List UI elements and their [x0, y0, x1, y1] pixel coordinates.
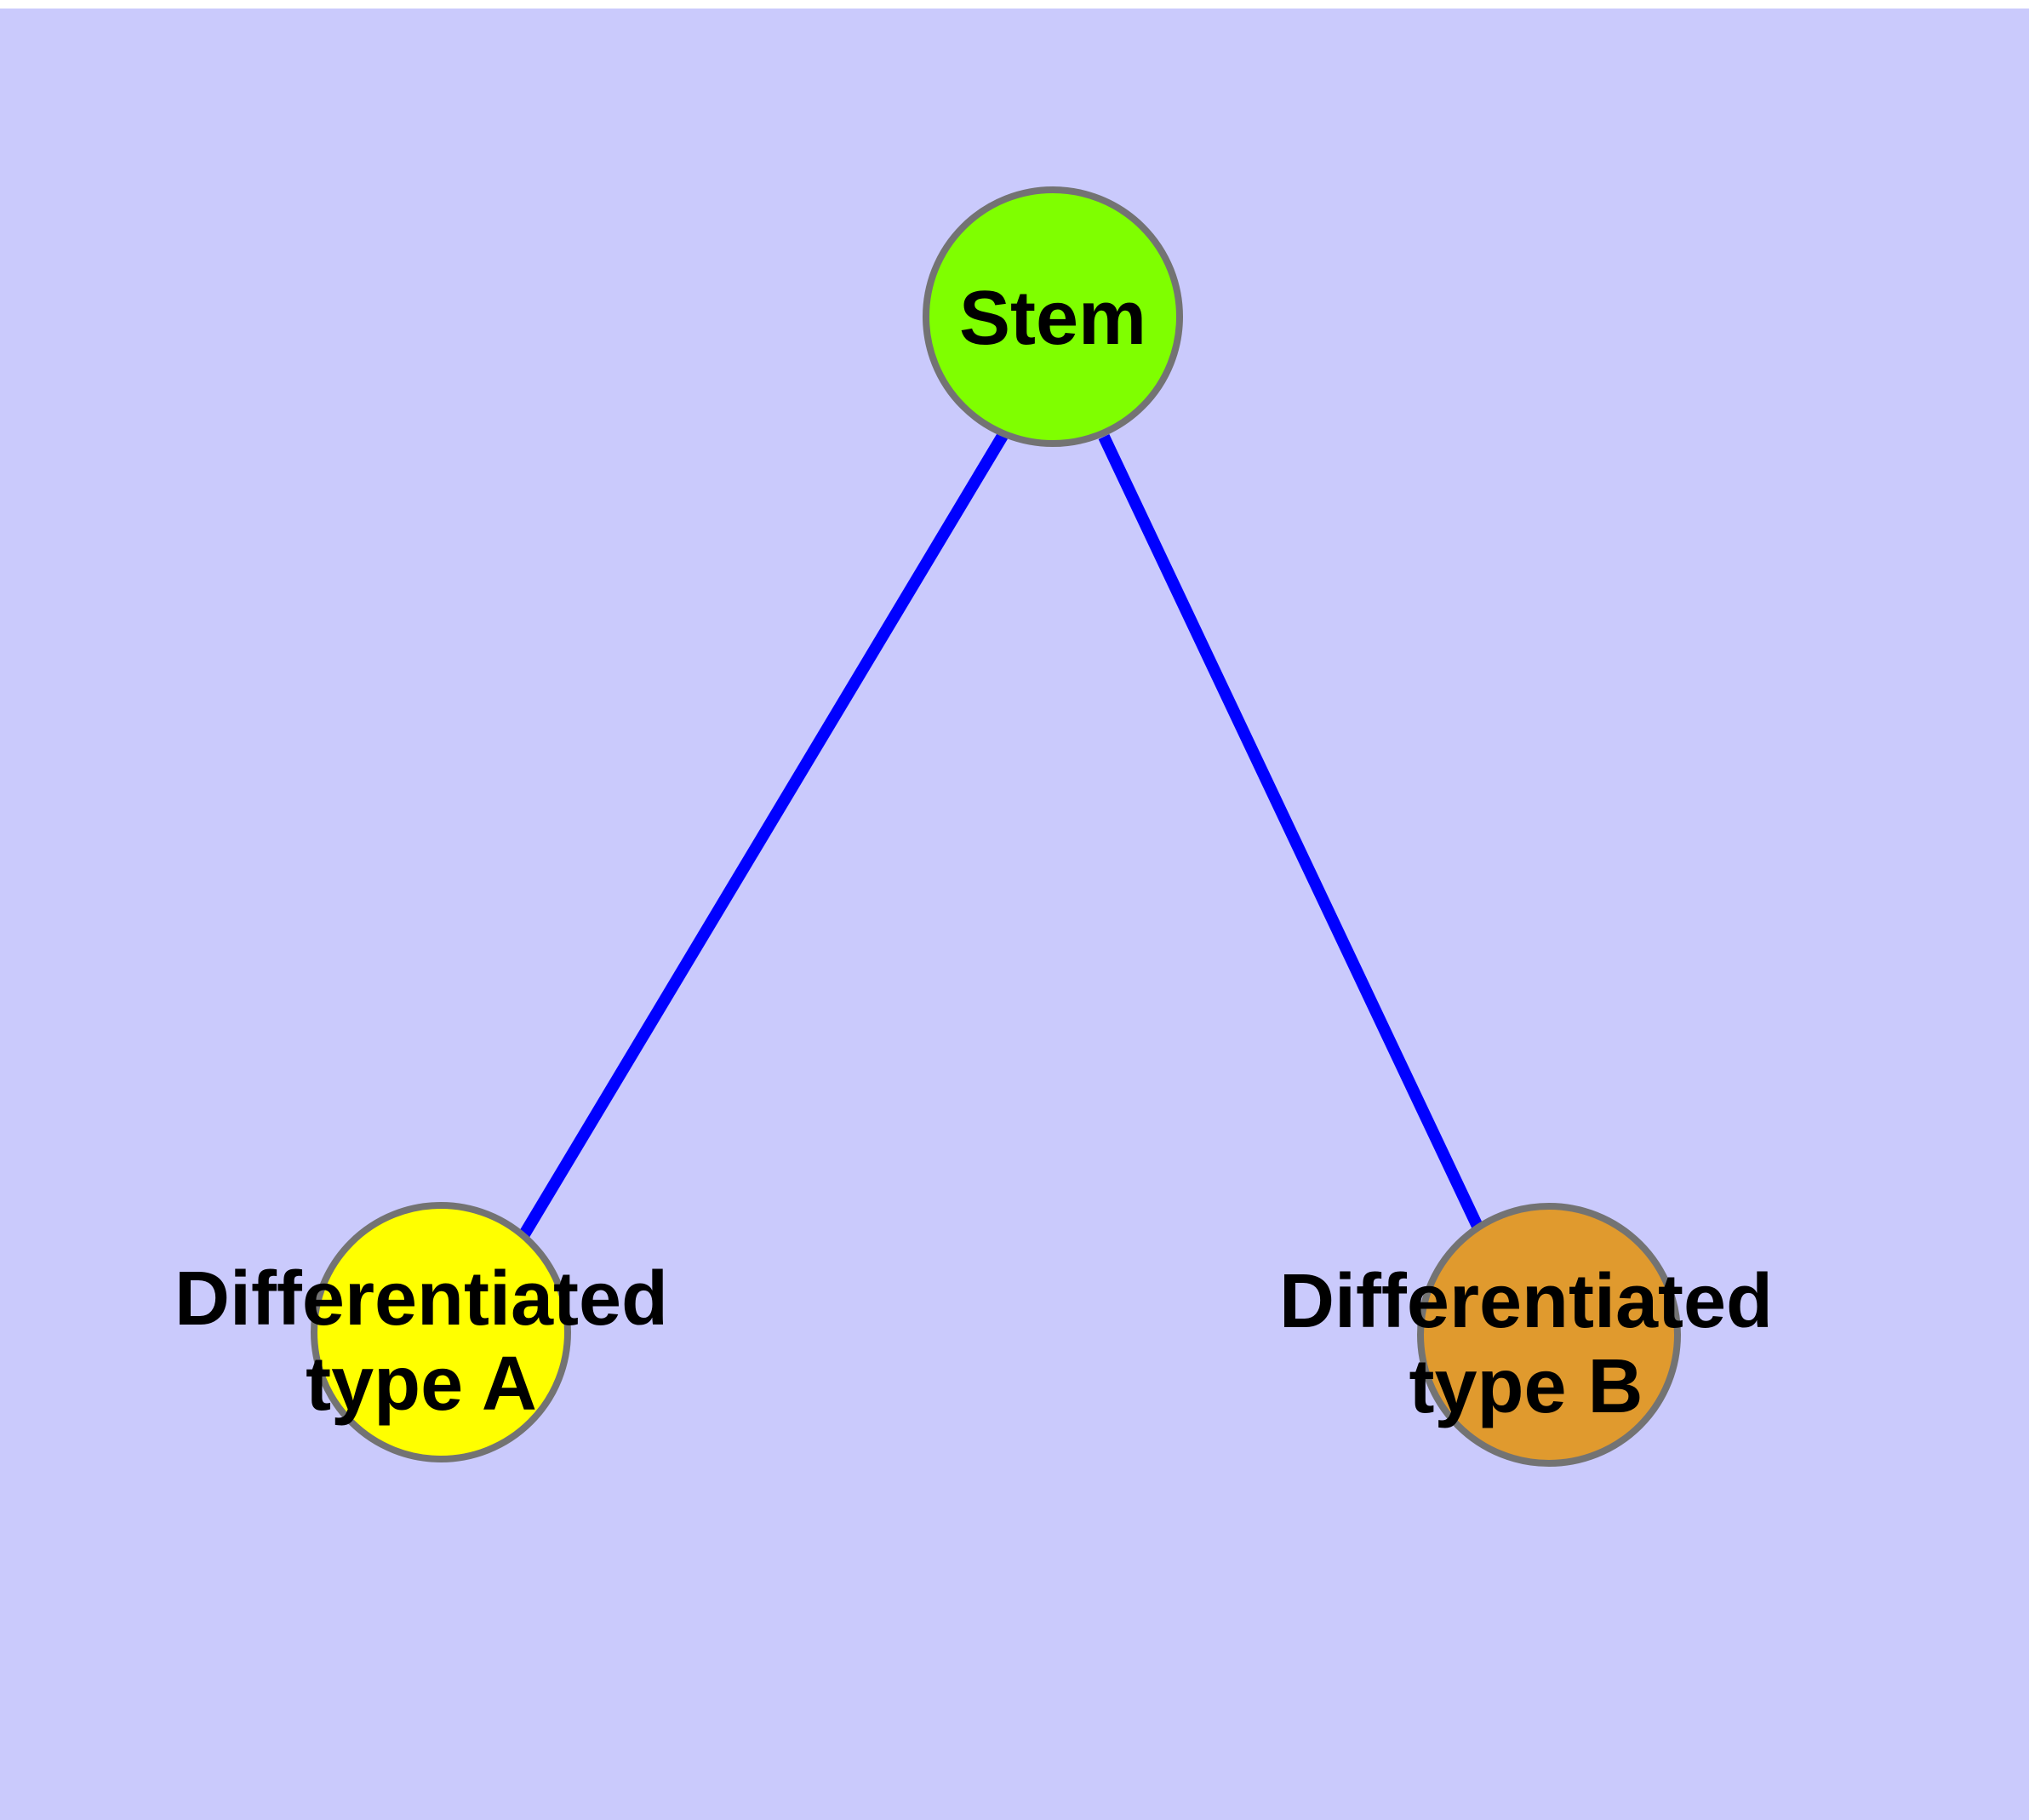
node-stem-circle[interactable]	[923, 186, 1183, 447]
node-differentiated-type-a-label-line2: type A	[306, 1342, 537, 1427]
node-differentiated-type-b-label-line2: type B	[1409, 1344, 1643, 1429]
node-differentiated-type-a[interactable]: Differentiated type A	[174, 1202, 668, 1462]
node-stem-label: Stem	[959, 276, 1146, 361]
node-differentiated-type-a-circle[interactable]	[311, 1202, 571, 1462]
edge-stem-to-differentiated-type-b[interactable]	[1098, 434, 1487, 1236]
edge-layer	[518, 432, 1487, 1238]
node-differentiated-type-a-label-line1: Differentiated	[174, 1256, 668, 1342]
node-stem[interactable]: Stem	[923, 186, 1183, 447]
node-differentiated-type-b[interactable]: Differentiated type B	[1279, 1203, 1773, 1467]
edge-stem-to-differentiated-type-a[interactable]	[518, 432, 1009, 1238]
node-differentiated-type-b-circle[interactable]	[1417, 1203, 1681, 1467]
node-differentiated-type-b-label-line1: Differentiated	[1279, 1259, 1773, 1344]
